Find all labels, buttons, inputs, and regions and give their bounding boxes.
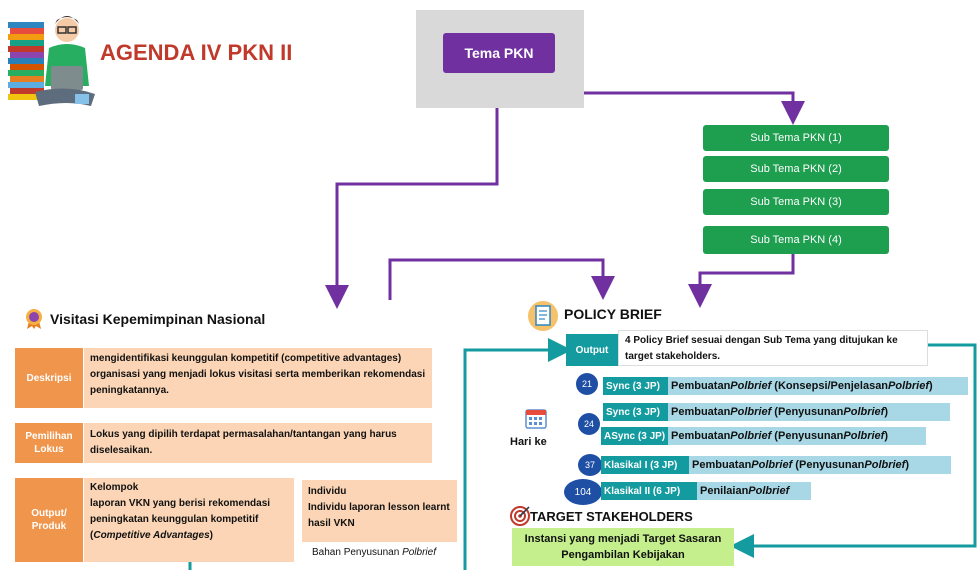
session-5-polbrief: Polbrief — [748, 485, 790, 497]
session-3-polbrief: Polbrief — [730, 430, 772, 442]
target-icon — [510, 506, 530, 526]
session-2-polbrief-2: Polbrief — [843, 406, 885, 418]
day-24-badge: 24 — [578, 413, 600, 435]
kelompok-text: laporan VKN yang berisi rekomendasi peni… — [90, 496, 288, 544]
page-title: AGENDA IV PKN II — [100, 40, 293, 65]
kelompok-open: ( — [90, 530, 94, 541]
hari-ke-label: Hari ke — [510, 436, 547, 448]
tema-pkn-box: Tema PKN — [443, 33, 555, 73]
bahan-penyusunan-label: Bahan Penyusunan Polbrief — [312, 547, 436, 558]
vkn-title: Visitasi Kepemimpinan Nasional — [50, 311, 266, 327]
arrow-tema-to-vkn — [325, 73, 499, 309]
output-text: 4 Policy Brief sesuai dengan Sub Tema ya… — [618, 330, 928, 366]
session-3-pembuatan: Pembuatan — [671, 430, 731, 442]
session-3-polbrief-2: Polbrief — [843, 430, 885, 442]
document-icon — [528, 301, 558, 331]
arrow-subtema-to-policy — [688, 252, 795, 308]
target-stakeholders-title: TARGET STAKEHOLDERS — [530, 509, 693, 524]
session-4-pembuatan: Pembuatan — [692, 459, 752, 471]
individu-title: Individu — [308, 486, 347, 497]
sub-tema-3: Sub Tema PKN (3) — [703, 189, 889, 215]
day-37-badge: 37 — [578, 454, 602, 476]
session-1-polbrief: Polbrief — [730, 380, 772, 392]
session-1-text: Pembuatan Polbrief (Konsepsi/Penjelasan … — [668, 377, 968, 395]
session-2-pembuatan: Pembuatan — [671, 406, 731, 418]
arrow-tema-to-subtema — [555, 91, 805, 125]
session-2-paren: Penyusunan — [777, 406, 844, 418]
bahan-prefix: Bahan Penyusunan — [312, 547, 403, 558]
kelompok-box: Kelompok laporan VKN yang berisi rekomen… — [84, 478, 294, 562]
klasikal-2-tag: Klasikal II (6 JP) — [601, 482, 697, 500]
session-3-paren: Penyusunan — [777, 430, 844, 442]
policy-brief-title: POLICY BRIEF — [564, 306, 662, 322]
calendar-icon — [525, 409, 547, 429]
deskripsi-label: Deskripsi — [15, 348, 83, 408]
kelompok-title: Kelompok — [90, 482, 139, 493]
arrow-vkn-to-policy — [388, 258, 615, 300]
session-3-text: Pembuatan Polbrief (Penyusunan Polbrief) — [668, 427, 926, 445]
output-produk-label: Output/ Produk — [15, 478, 83, 562]
deskripsi-text: mengidentifikasi keunggulan kompetitif (… — [84, 348, 432, 408]
async-tag: ASync (3 JP) — [601, 427, 668, 445]
lokus-label-line2: Lokus — [34, 444, 64, 455]
kelompok-close: ) — [209, 530, 214, 541]
arrow-to-target — [730, 343, 977, 558]
kelompok-text-main: laporan VKN yang berisi rekomendasi peni… — [90, 498, 271, 525]
sync-1-tag: Sync (3 JP) — [603, 377, 668, 395]
session-2-text: Pembuatan Polbrief (Penyusunan Polbrief) — [668, 403, 950, 421]
output-label-line1: Output/ — [31, 508, 67, 519]
bahan-italic: Polbrief — [402, 547, 436, 558]
sub-tema-4: Sub Tema PKN (4) — [703, 226, 889, 254]
output-label: Output — [566, 334, 618, 366]
session-4-polbrief-2: Polbrief — [864, 459, 906, 471]
target-stakeholders-box: Instansi yang menjadi Target Sasaran Pen… — [512, 528, 734, 566]
arrow-loop-to-output — [463, 338, 572, 570]
session-4-polbrief: Polbrief — [751, 459, 793, 471]
student-books-illustration — [8, 16, 95, 106]
day-21-badge: 21 — [576, 373, 598, 395]
day-104-badge: 104 — [564, 479, 602, 505]
award-medal-icon — [26, 309, 42, 329]
sync-2-tag: Sync (3 JP) — [603, 403, 668, 421]
sub-tema-1: Sub Tema PKN (1) — [703, 125, 889, 151]
klasikal-1-tag: Klasikal I (3 JP) — [601, 456, 689, 474]
kelompok-italic: Competitive Advantages — [93, 530, 210, 541]
individu-box: Individu Individu laporan lesson learnt … — [302, 480, 457, 542]
output-label-line2: Produk — [31, 521, 67, 532]
session-4-paren: Penyusunan — [798, 459, 865, 471]
session-5-penilaian: Penilaian — [700, 485, 749, 497]
lokus-label-line1: Pemilihan — [25, 431, 73, 442]
session-1-paren: Konsepsi/Penjelasan — [777, 380, 889, 392]
lokus-label: Pemilihan Lokus — [15, 423, 83, 463]
session-1-polbrief-2: Polbrief — [888, 380, 929, 392]
session-4-text: Pembuatan Polbrief (Penyusunan Polbrief) — [689, 456, 951, 474]
session-2-polbrief: Polbrief — [730, 406, 772, 418]
session-5-text: Penilaian Polbrief — [697, 482, 811, 500]
session-1-pembuatan: Pembuatan — [671, 380, 731, 392]
individu-text: Individu laporan lesson learnt hasil VKN — [308, 502, 450, 529]
sub-tema-2: Sub Tema PKN (2) — [703, 156, 889, 182]
lokus-text: Lokus yang dipilih terdapat permasalahan… — [84, 423, 432, 463]
